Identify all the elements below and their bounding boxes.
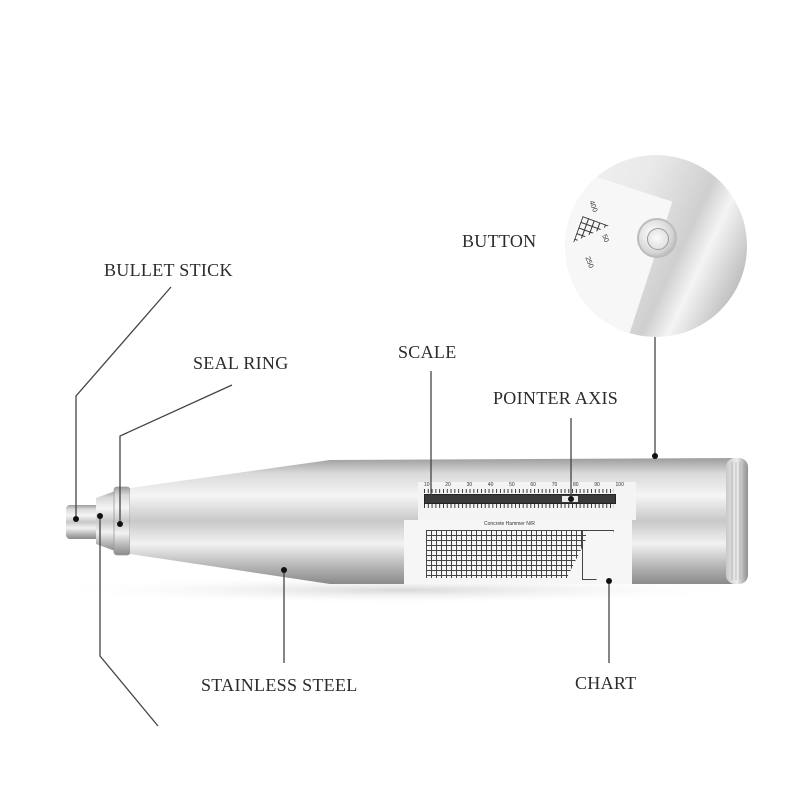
scale-sticker: 10 20 30 40 50 60 70 80 90 100 <box>418 482 636 520</box>
scale-number: 80 <box>572 482 579 488</box>
scale-ticks-top <box>424 489 614 493</box>
scale-number: 90 <box>594 482 600 488</box>
label-pointer-axis: POINTER AXIS <box>493 388 619 408</box>
button-cap <box>647 228 669 250</box>
label-seal-ring: SEAL RING <box>193 353 289 373</box>
scale-number: 60 <box>530 482 536 488</box>
chart-sticker: Concrete Hammer N/R <box>404 520 632 584</box>
leader-nose-lower <box>99 516 159 727</box>
scale-number: 40 <box>487 482 494 488</box>
button-zoom-inset: 400 50 250 <box>565 155 747 337</box>
label-bullet-stick: BULLET STICK <box>104 260 233 280</box>
chart-grid <box>426 530 586 578</box>
button-icon <box>637 218 677 258</box>
chart-sticker-title: Concrete Hammer N/R <box>484 521 535 527</box>
leader-bullet-stick <box>75 286 172 519</box>
scale-number: 70 <box>551 482 558 488</box>
scale-number: 10 <box>424 482 430 488</box>
label-stainless-steel: STAINLESS STEEL <box>201 675 358 695</box>
label-scale: SCALE <box>398 342 457 362</box>
scale-number: 30 <box>466 482 473 488</box>
label-chart: CHART <box>575 673 637 693</box>
scale-number: 100 <box>615 482 624 488</box>
label-button: BUTTON <box>462 231 537 251</box>
scale-number: 20 <box>445 482 451 488</box>
scale-number: 50 <box>509 482 515 488</box>
scale-ticks-bottom <box>424 504 614 508</box>
leader-seal-ring <box>119 384 233 524</box>
scale-numbers: 10 20 30 40 50 60 70 80 90 100 <box>424 482 624 488</box>
